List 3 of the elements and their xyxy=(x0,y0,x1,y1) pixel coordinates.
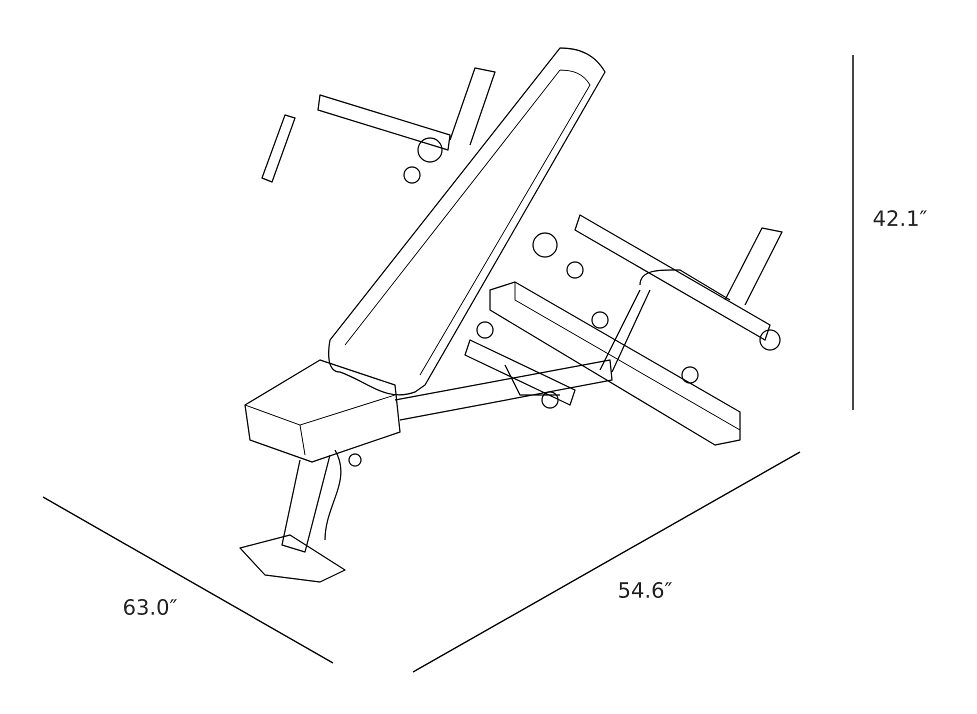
dimension-label: 42.1″ xyxy=(874,210,927,226)
dimension-label: 54.6″ xyxy=(619,582,672,598)
dimension-label: 63.0″ xyxy=(124,599,177,615)
